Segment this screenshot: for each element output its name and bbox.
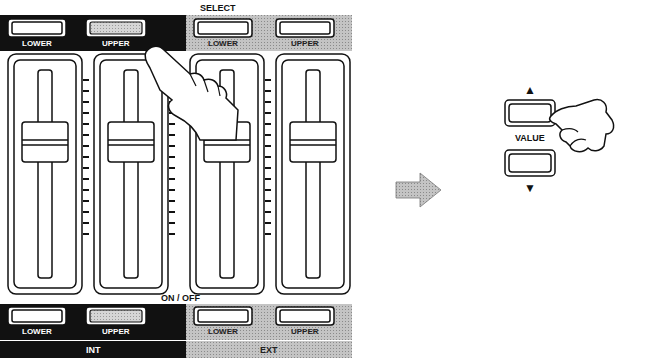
arrow-symbol: ▲ [524, 84, 536, 96]
scale-tick [265, 134, 271, 136]
scale-tick [265, 112, 271, 114]
scale-tick [265, 189, 271, 191]
scale-tick [265, 222, 271, 224]
scale-tick [265, 145, 271, 147]
section-heading: ON / OFF [161, 294, 200, 303]
scale-tick [83, 112, 89, 114]
scale-tick [83, 167, 89, 169]
scale-tick [83, 123, 89, 125]
button-label: UPPER [291, 40, 319, 48]
button-label: VALUE [515, 134, 545, 143]
section-heading: SELECT [200, 4, 236, 13]
int-band [0, 15, 186, 51]
scale-tick [265, 200, 271, 202]
pointing-hand [550, 100, 614, 152]
scale-tick [169, 178, 175, 180]
step-arrow [396, 173, 441, 207]
scale-tick [169, 233, 175, 235]
scale-tick [169, 211, 175, 213]
arrow-symbol: ▼ [524, 182, 536, 194]
scale-tick [265, 233, 271, 235]
button-label: UPPER [291, 328, 319, 336]
scale-tick [83, 145, 89, 147]
scale-tick [83, 134, 89, 136]
ext-band [186, 15, 352, 51]
scale-tick [83, 200, 89, 202]
scale-tick [169, 222, 175, 224]
scale-tick [169, 145, 175, 147]
scale-tick [265, 123, 271, 125]
button-label: LOWER [22, 328, 52, 336]
scale-tick [265, 90, 271, 92]
button-label: UPPER [102, 40, 130, 48]
scale-tick [169, 123, 175, 125]
scale-tick [265, 101, 271, 103]
scale-tick [169, 134, 175, 136]
scale-tick [83, 156, 89, 158]
scale-tick [83, 79, 89, 81]
scale-tick [83, 222, 89, 224]
scale-tick [83, 90, 89, 92]
pointing-hand [145, 46, 238, 140]
group-label: EXT [260, 346, 278, 355]
scale-tick [169, 200, 175, 202]
scale-tick [169, 167, 175, 169]
value-buttons [505, 100, 555, 176]
scale-tick [265, 211, 271, 213]
scale-tick [83, 101, 89, 103]
scale-tick [265, 178, 271, 180]
button-label: LOWER [22, 40, 52, 48]
scale-tick [265, 156, 271, 158]
button-label: LOWER [208, 328, 238, 336]
scale-tick [83, 178, 89, 180]
scale-tick [169, 156, 175, 158]
scale-tick [83, 233, 89, 235]
scale-tick [83, 211, 89, 213]
button-label: UPPER [102, 328, 130, 336]
button-label: LOWER [208, 40, 238, 48]
scale-tick [265, 167, 271, 169]
scale-tick [83, 189, 89, 191]
scale-tick [265, 79, 271, 81]
scale-tick [169, 189, 175, 191]
group-label: INT [86, 346, 101, 355]
